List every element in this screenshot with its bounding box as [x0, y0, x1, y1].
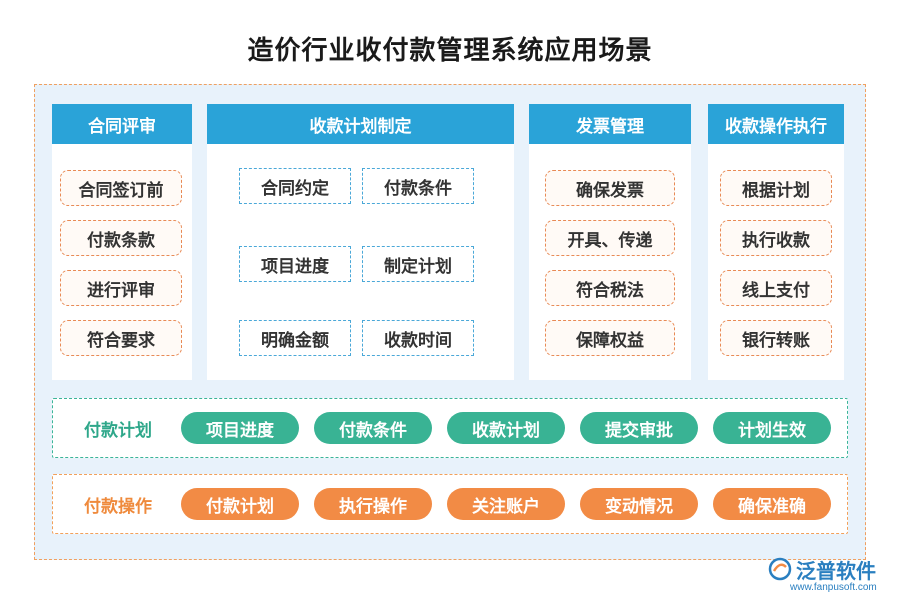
list-item: 确保发票	[545, 170, 675, 206]
list-item: 根据计划	[720, 170, 832, 206]
list-item: 付款条件	[362, 168, 474, 204]
step-chip: 项目进度	[181, 412, 299, 444]
list-item: 合同签订前	[60, 170, 182, 206]
step-chip: 关注账户	[447, 488, 565, 520]
brand-url: www.fanpusoft.com	[790, 582, 877, 593]
brand-logo: 泛普软件	[768, 556, 876, 583]
list-item: 收款时间	[362, 320, 474, 356]
list-item: 开具、传递	[545, 220, 675, 256]
list-item: 线上支付	[720, 270, 832, 306]
list-item: 保障权益	[545, 320, 675, 356]
list-item: 制定计划	[362, 246, 474, 282]
list-item: 银行转账	[720, 320, 832, 356]
column-collection-plan: 收款计划制定 合同约定 付款条件 项目进度 制定计划 明确金额 收款时间	[207, 104, 514, 380]
column-header: 收款操作执行	[708, 104, 844, 144]
step-chip: 变动情况	[580, 488, 698, 520]
column-invoice-management: 发票管理 确保发票 开具、传递 符合税法 保障权益	[529, 104, 691, 380]
band-label: 付款计划	[84, 420, 152, 441]
list-item: 合同约定	[239, 168, 351, 204]
list-item: 项目进度	[239, 246, 351, 282]
step-chip: 收款计划	[447, 412, 565, 444]
column-contract-review: 合同评审 合同签订前 付款条款 进行评审 符合要求	[52, 104, 192, 380]
list-item: 进行评审	[60, 270, 182, 306]
list-item: 明确金额	[239, 320, 351, 356]
step-chip: 计划生效	[713, 412, 831, 444]
step-chip: 付款条件	[314, 412, 432, 444]
list-item: 符合要求	[60, 320, 182, 356]
column-header: 收款计划制定	[207, 104, 514, 144]
step-chip: 付款计划	[181, 488, 299, 520]
list-item: 付款条款	[60, 220, 182, 256]
step-chip: 执行操作	[314, 488, 432, 520]
band-payment-operation: 付款操作 付款计划 执行操作 关注账户 变动情况 确保准确	[52, 474, 848, 534]
page-title: 造价行业收付款管理系统应用场景	[247, 36, 653, 66]
band-label: 付款操作	[84, 496, 152, 517]
column-header: 合同评审	[52, 104, 192, 144]
brand-logo-icon	[768, 557, 792, 581]
column-header: 发票管理	[529, 104, 691, 144]
brand-name: 泛普软件	[796, 558, 876, 583]
list-item: 执行收款	[720, 220, 832, 256]
list-item: 符合税法	[545, 270, 675, 306]
column-collection-execution: 收款操作执行 根据计划 执行收款 线上支付 银行转账	[708, 104, 844, 380]
band-payment-plan: 付款计划 项目进度 付款条件 收款计划 提交审批 计划生效	[52, 398, 848, 458]
step-chip: 确保准确	[713, 488, 831, 520]
step-chip: 提交审批	[580, 412, 698, 444]
